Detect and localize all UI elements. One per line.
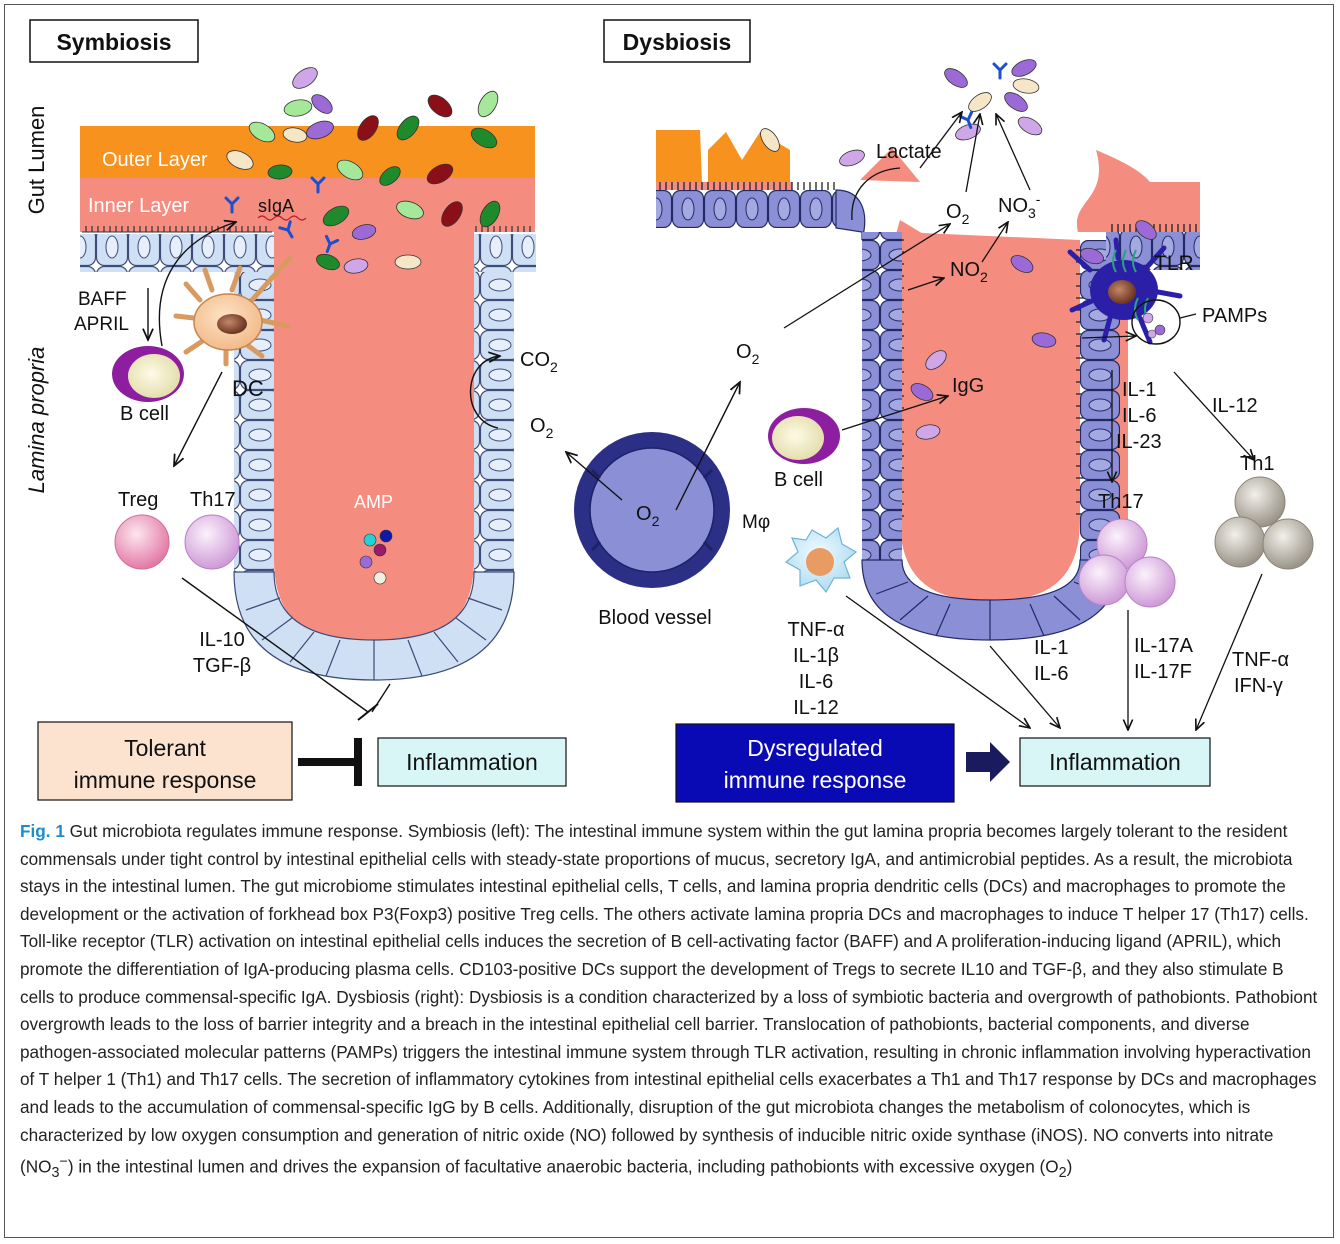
- th17-cells-right: [1078, 518, 1176, 608]
- tlr-label: TLR: [1154, 252, 1194, 275]
- crypt-bottom: [233, 571, 515, 681]
- diagram: Symbiosis Gut Lumen Lamina propria Outer…: [24, 19, 1314, 803]
- il12-label: IL-12: [1212, 395, 1258, 417]
- o2-label-left: O2: [530, 415, 554, 441]
- april-label: APRIL: [74, 314, 129, 335]
- ifng-label: IFN-γ: [1234, 675, 1283, 697]
- inflammation-box-left: [377, 737, 567, 787]
- macrophage: [784, 526, 858, 594]
- dysbiosis-panel: Dysbiosis: [603, 19, 1314, 803]
- crypt-lumen: [274, 232, 474, 640]
- crypt-wall-right: [474, 272, 514, 572]
- treg-label: Treg: [118, 489, 158, 511]
- siga-label: sIgA: [258, 196, 294, 216]
- o2-label-lumen: O2: [946, 201, 970, 227]
- tolerant-box: [37, 721, 293, 801]
- tlr-receptor-icon: [1112, 249, 1137, 273]
- il1-label-epi: IL-1: [1034, 637, 1068, 659]
- dendritic-cell: [173, 255, 293, 367]
- dysreg-line2: immune response: [724, 767, 907, 793]
- dys-crypt-wall-left: [862, 232, 902, 562]
- treg-cell: [114, 514, 170, 570]
- b-cell-left: [112, 346, 184, 402]
- il17a-label: IL-17A: [1134, 635, 1194, 657]
- outer-layer-label: Outer Layer: [102, 149, 208, 171]
- no3-label: NO3-: [998, 191, 1041, 221]
- pamps-circle: [1131, 299, 1181, 345]
- inner-layer-label: Inner Layer: [88, 195, 190, 217]
- il12-label-mphi: IL-12: [793, 697, 839, 719]
- blood-vessel-label: Blood vessel: [598, 607, 711, 629]
- igg-label: IgG: [952, 375, 984, 397]
- il6-label-mphi: IL-6: [799, 671, 833, 693]
- th17-label-right: Th17: [1098, 491, 1144, 513]
- tnfa-label-th1: TNF-α: [1232, 649, 1289, 671]
- dysbiosis-title-box: [603, 19, 751, 63]
- o2-label-tissue: O2: [736, 341, 760, 367]
- il6-label: IL-6: [1122, 405, 1156, 427]
- il1b-label: IL-1β: [793, 645, 839, 667]
- o2-blood-label: O2: [636, 503, 660, 529]
- block-arrow: [966, 742, 1010, 782]
- lactate-label: Lactate: [876, 141, 942, 163]
- commensal-bacteria: [226, 67, 501, 274]
- blood-vessel: O2 Blood vessel: [574, 432, 730, 629]
- igg-antibody-icon: [992, 62, 1008, 80]
- amp-label: AMP: [354, 492, 393, 512]
- inflammation-label-left: Inflammation: [406, 749, 538, 775]
- tnfa-label-mphi: TNF-α: [787, 619, 844, 641]
- figure-caption: Fig. 1 Gut microbiota regulates immune r…: [20, 818, 1320, 1188]
- inflammation-label-right: Inflammation: [1049, 749, 1181, 775]
- symbiosis-panel: Symbiosis Gut Lumen Lamina propria Outer…: [24, 19, 567, 801]
- figure-frame: [4, 4, 1334, 1238]
- symbiosis-title-box: [29, 19, 199, 63]
- dc-label: DC: [232, 376, 264, 401]
- gut-lumen-label: Gut Lumen: [24, 106, 49, 215]
- il23-label: IL-23: [1116, 431, 1162, 453]
- th17-cell-left: [184, 514, 240, 570]
- il17f-label: IL-17F: [1134, 661, 1192, 683]
- dysbiosis-title: Dysbiosis: [623, 29, 732, 55]
- caption-text: Gut microbiota regulates immune response…: [20, 821, 1318, 1177]
- tolerant-line1: Tolerant: [124, 735, 206, 761]
- caption-sup: −: [59, 1154, 68, 1171]
- epithelium-top-left: [80, 234, 274, 272]
- il6-label-epi: IL-6: [1034, 663, 1068, 685]
- symbiosis-title: Symbiosis: [56, 29, 171, 55]
- co2-label: CO2: [520, 349, 558, 375]
- dys-epithelium-top-left: [656, 190, 836, 228]
- mphi-label: Mφ: [742, 512, 770, 533]
- b-cell-label-right: B cell: [774, 469, 823, 491]
- b-cell-right: [768, 408, 840, 464]
- b-cell-label-left: B cell: [120, 403, 169, 425]
- caption-sub: 3: [51, 1165, 60, 1182]
- figure-label: Fig. 1: [20, 821, 65, 841]
- tolerant-line2: immune response: [74, 767, 257, 793]
- amp-granules: [359, 529, 393, 585]
- il1-label: IL-1: [1122, 379, 1156, 401]
- inflammation-box-right: [1019, 737, 1211, 787]
- caption-sub-2: 2: [1058, 1165, 1067, 1182]
- baff-label: BAFF: [78, 289, 127, 310]
- lamina-propria-label: Lamina propria: [24, 347, 49, 494]
- no2-label: NO2: [950, 259, 988, 285]
- epithelium-top-right: [474, 234, 536, 272]
- il10-label: IL-10: [199, 629, 245, 651]
- caption-close: ): [1066, 1156, 1073, 1177]
- th1-label: Th1: [1240, 453, 1274, 475]
- th1-cells: [1214, 476, 1314, 570]
- caption-text-end: ) in the intestinal lumen and drives the…: [67, 1156, 1059, 1177]
- th17-label-left: Th17: [190, 489, 236, 511]
- dysreg-line1: Dysregulated: [747, 735, 883, 761]
- dysregulated-box: [675, 723, 955, 803]
- pamps-label: PAMPs: [1202, 305, 1267, 327]
- tgfb-label: TGF-β: [193, 655, 251, 677]
